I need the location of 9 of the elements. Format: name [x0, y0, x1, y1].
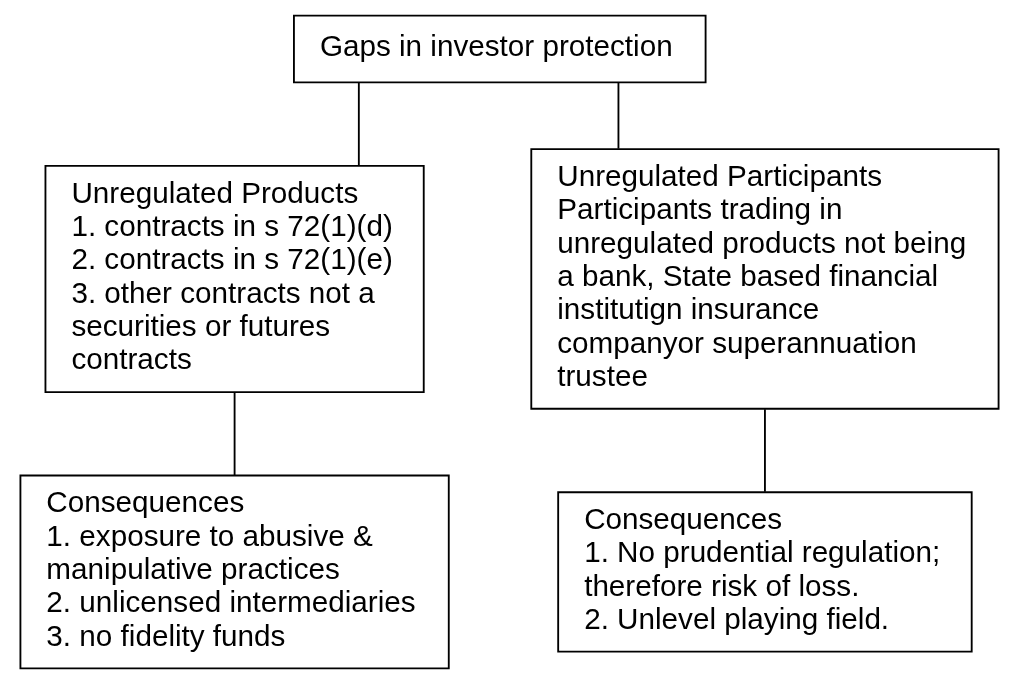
node-box: Consequences 1. exposure to abusive & manipulative practices 2. unlicensed intermediaries 3. no fidelity funds [19, 474, 450, 670]
connector [357, 81, 360, 167]
connector [617, 81, 619, 150]
connector [233, 391, 235, 477]
node-box: Gaps in investor protection [292, 14, 707, 84]
connector [763, 408, 766, 493]
node-box: Consequences 1. No prudential regulation; therefore risk of loss. 2. Unlevel playing field. [556, 491, 973, 653]
node-box: Unregulated Products 1. contracts in s 72(1)(d) 2. contracts in s 72(1)(e) 3. other contracts not a securities or futures contracts [44, 164, 425, 393]
node-box: Unregulated Participants Participants trading in unregulated products not being a bank, State based financial institutign insurance companyor superannuation trustee [529, 148, 999, 410]
